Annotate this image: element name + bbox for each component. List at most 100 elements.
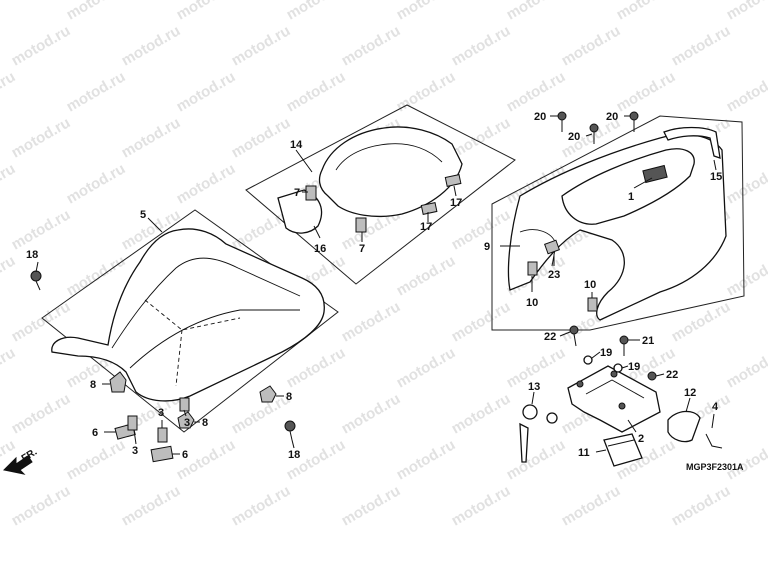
watermark-text: motod.ru <box>174 0 239 23</box>
rubber-17a <box>444 174 462 187</box>
bolt-22b <box>647 371 657 381</box>
seat-lock-bracket-2 <box>567 365 661 433</box>
watermark-text: motod.ru <box>174 160 239 207</box>
callout-19b: 19 <box>628 361 640 373</box>
bracket-bolt-b <box>610 370 618 378</box>
bolt-22a <box>569 325 579 335</box>
rubber-17b <box>420 202 438 215</box>
watermark-text: motod.ru <box>614 68 679 115</box>
trim-15 <box>663 126 721 159</box>
clip-3c <box>179 397 190 412</box>
watermark-text: motod.ru <box>284 68 349 115</box>
watermark-text: motod.ru <box>449 482 514 529</box>
leader-2 <box>627 419 637 433</box>
front-seat-hardware <box>30 270 296 463</box>
rear-cowl-box <box>491 115 745 331</box>
pillion-cowl-line <box>335 143 443 171</box>
watermark-text: motod.ru <box>9 482 74 529</box>
callout-22b: 22 <box>666 369 678 381</box>
watermark-text: motod.ru <box>559 482 624 529</box>
bolt-21 <box>619 335 629 345</box>
rubber-cushion-8b <box>259 385 277 403</box>
callout-10b: 10 <box>584 279 596 291</box>
leader-15 <box>713 159 717 171</box>
pillion-cover-box <box>245 104 516 285</box>
watermark-text: motod.ru <box>394 0 459 23</box>
callout-1: 1 <box>628 191 634 203</box>
leader-22a <box>559 331 571 337</box>
leader-3a <box>133 429 137 445</box>
callout-16: 16 <box>314 243 326 255</box>
leader-22b <box>655 373 665 377</box>
callout-8c: 8 <box>202 417 208 429</box>
callout-20a: 20 <box>534 111 546 123</box>
watermark-text: motod.ru <box>724 68 768 115</box>
watermark-text: motod.ru <box>119 114 184 161</box>
front-arrow-icon <box>2 455 33 475</box>
watermark-text: motod.ru <box>284 344 349 391</box>
callout-7a: 7 <box>294 187 300 199</box>
callout-12: 12 <box>684 387 696 399</box>
watermark-text: motod.ru <box>229 114 294 161</box>
watermark-text: motod.ru <box>9 206 74 253</box>
seat-catch-detail <box>607 439 635 447</box>
watermark-text: motod.ru <box>504 68 569 115</box>
front-seat-box <box>41 209 339 433</box>
bolt-22a-shank <box>573 333 577 347</box>
watermark-text: motod.ru <box>64 436 129 483</box>
key-cylinder-13 <box>522 404 538 420</box>
diagram-code: MGP3F2301A <box>686 462 744 472</box>
watermark-text: motod.ru <box>0 68 18 115</box>
watermark-text: motod.ru <box>724 252 768 299</box>
watermark-text: motod.ru <box>64 0 129 23</box>
callout-6a: 6 <box>92 427 98 439</box>
grommet-12 <box>667 410 701 443</box>
watermark-text: motod.ru <box>339 482 404 529</box>
watermark-text: motod.ru <box>449 22 514 69</box>
watermark-text: motod.ru <box>229 22 294 69</box>
leader-20b <box>585 133 593 137</box>
callout-19a: 19 <box>600 347 612 359</box>
bolt-18a <box>30 270 42 282</box>
screw-20c <box>629 111 639 121</box>
watermark-text: motod.ru <box>174 68 239 115</box>
callout-8b: 8 <box>286 391 292 403</box>
watermark-text: motod.ru <box>339 390 404 437</box>
bracket-bolt-c <box>618 402 626 410</box>
callout-18b: 18 <box>288 449 300 461</box>
watermark-text: motod.ru <box>64 160 129 207</box>
watermark-text: motod.ru <box>339 22 404 69</box>
watermark-text: motod.ru <box>724 344 768 391</box>
leader-5 <box>147 217 163 233</box>
seat-lock-assembly <box>519 325 723 467</box>
rubber-cushion-8a <box>109 371 127 393</box>
leader-13 <box>531 391 535 405</box>
callout-23: 23 <box>548 269 560 281</box>
callout-7b: 7 <box>359 243 365 255</box>
watermark-text: motod.ru <box>0 252 18 299</box>
clip-3a <box>127 415 138 431</box>
leader-4 <box>711 413 715 429</box>
key-cylinder-face <box>546 412 558 424</box>
callout-6b: 6 <box>182 449 188 461</box>
callout-9: 9 <box>484 241 490 253</box>
leader-19b <box>621 365 629 369</box>
watermark-text: motod.ru <box>614 0 679 23</box>
callout-2: 2 <box>638 433 644 445</box>
callout-11: 11 <box>578 447 590 459</box>
leader-11 <box>595 449 607 453</box>
rubber-cushion-8c <box>177 411 195 429</box>
watermark-text: motod.ru <box>724 0 768 23</box>
collar-19a <box>583 355 593 365</box>
callout-10a: 10 <box>526 297 538 309</box>
pillion-seat-cowl <box>277 126 463 234</box>
watermark-text: motod.ru <box>284 0 349 23</box>
watermark-text: motod.ru <box>669 482 734 529</box>
callout-5: 5 <box>140 209 146 221</box>
watermark-text: motod.ru <box>669 22 734 69</box>
collar-19b <box>613 363 623 373</box>
callout-17b: 17 <box>420 221 432 233</box>
watermark-text: motod.ru <box>229 482 294 529</box>
leader-3c <box>183 409 187 417</box>
